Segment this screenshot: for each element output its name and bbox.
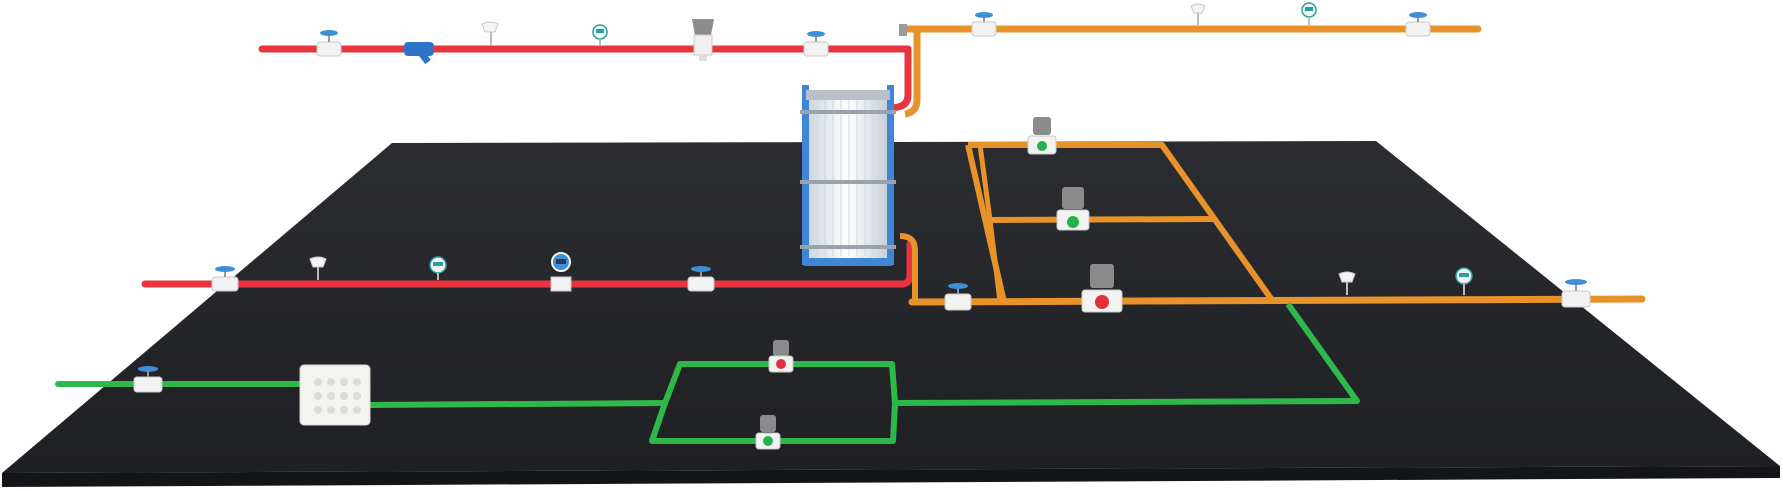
gauge-display [1459,273,1469,277]
actuator [1062,187,1084,209]
valve-body [211,276,239,292]
warm-flange [899,24,907,36]
pressure-transmitter-warm-upper[interactable] [1301,2,1317,25]
status-green-icon [1037,141,1047,151]
warm-line-upper [899,2,1482,118]
status-green-icon [1067,216,1079,228]
hx-frame-right [887,85,894,265]
valve-handle-icon [215,266,235,272]
strainer-body [404,42,434,56]
pressure-transmitter-warm-lower[interactable] [1455,267,1473,295]
warm-pipe-riser [904,29,921,118]
platform-top [2,141,1780,473]
valve-body [133,376,163,393]
valve-body [316,41,342,57]
valve-handle-icon [138,366,158,372]
cold-loop [55,302,1360,450]
basket-strainer-hot[interactable] [692,19,714,61]
valve-handle-icon [948,283,968,289]
gauge-display [596,29,604,33]
gauge-display [1305,7,1313,11]
cold-pipe-return [894,302,1360,406]
hx-plates [809,98,887,258]
filter-cabinet[interactable] [299,364,371,426]
cabinet-ports [314,378,361,414]
valve-handle-icon [691,266,711,272]
floor-platform [2,141,1780,487]
ball-valve-warm-lower-2[interactable] [1561,279,1591,308]
temperature-transmitter-hot-lower[interactable] [309,256,327,280]
hx-top-bar [806,90,890,100]
hx-frame-left [802,85,809,265]
basket-top [692,19,714,35]
hx-plate-lines [816,100,882,256]
ball-valve-warm-2[interactable] [1405,12,1431,37]
y-strainer-hot[interactable] [404,42,434,65]
control-valve-cold-upper[interactable] [768,340,794,373]
cold-pipe-to-bypass [369,400,666,408]
strainer-leg [416,47,431,65]
warm-network-lower [899,117,1646,313]
transmitter-head-icon [1338,271,1356,283]
actuator [1033,117,1051,135]
valve-handle-icon [320,30,338,36]
valve-body [971,21,997,37]
ball-valve-hot-lower-2[interactable] [687,266,715,292]
warm-bypass-middle [984,216,1216,223]
status-red-icon [1095,295,1109,309]
transmitter-head-icon [309,256,327,268]
actuator [773,340,789,356]
valve-body [1561,290,1591,308]
hx-rod-2 [800,180,896,184]
hx-rod-3 [800,245,896,249]
hot-pipe-lower-riser [898,240,914,288]
flow-meter-body [550,276,572,292]
platform-edge [2,466,1780,487]
flow-meter-hot[interactable] [550,252,572,292]
hx-base [804,258,892,266]
status-red-icon [776,359,786,369]
valve-body [803,41,829,57]
plate-heat-exchanger[interactable] [800,85,896,266]
valve-handle-icon [975,12,993,18]
warm-pipe-lower-main [908,295,1646,306]
valve-body [944,293,972,311]
control-valve-warm-upper-bypass[interactable] [1027,117,1057,155]
hx-rod-1 [800,110,896,114]
control-valve-warm-middle-bypass[interactable] [1056,187,1090,231]
temperature-transmitter-warm-lower[interactable] [1338,271,1356,295]
basket-leg [699,55,707,61]
hot-pipe-riser [889,45,912,112]
pressure-transmitter-hot-lower[interactable] [429,256,447,280]
ball-valve-hot-lower-1[interactable] [211,266,239,292]
control-valve-warm-main[interactable] [1081,264,1123,313]
gauge-display [433,262,443,266]
hot-line-upper [258,19,912,112]
transmitter-head-icon [481,21,499,33]
valve-body [1405,21,1431,37]
valve-body [687,276,715,292]
ball-valve-cold[interactable] [133,366,163,393]
basket-body [693,34,713,56]
temperature-transmitter-hot-upper[interactable] [481,21,499,45]
temperature-transmitter-warm-upper[interactable] [1190,3,1206,25]
pressure-transmitter-hot-upper[interactable] [592,24,608,45]
ball-valve-hot-1[interactable] [316,30,342,57]
ball-valve-hot-2[interactable] [803,31,829,57]
flow-meter-display [556,259,566,264]
valve-handle-icon [807,31,825,37]
ball-valve-warm-1[interactable] [971,12,997,37]
valve-handle-icon [1565,279,1587,285]
status-green-icon [763,436,773,446]
actuator [760,415,776,432]
actuator [1090,264,1114,288]
control-valve-cold-lower[interactable] [755,415,781,450]
valve-handle-icon [1409,12,1427,18]
transmitter-head-icon [1190,3,1206,14]
hot-line-lower [141,240,914,292]
ball-valve-warm-lower-1[interactable] [944,283,972,311]
